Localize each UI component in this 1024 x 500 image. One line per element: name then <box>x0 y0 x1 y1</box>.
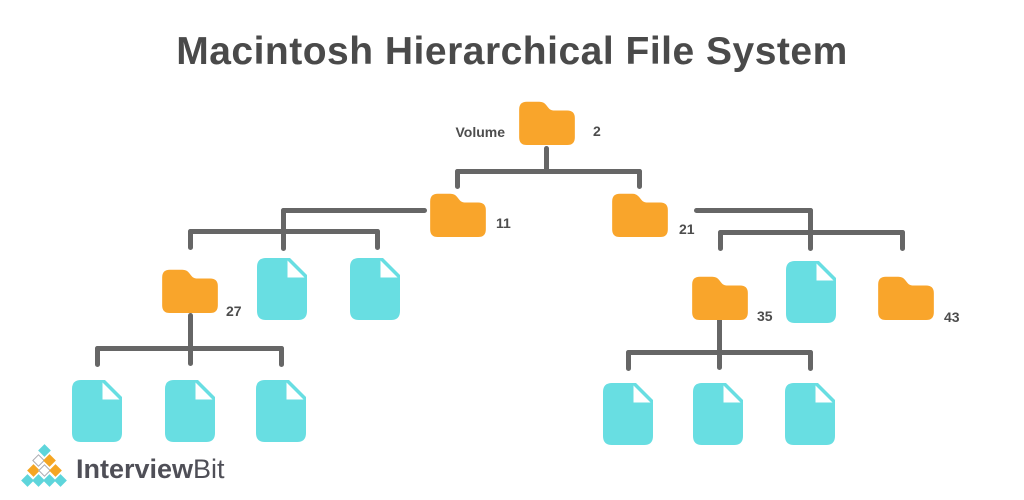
folder-21-node <box>609 189 671 237</box>
connector-line <box>455 169 642 174</box>
document-icon <box>254 377 308 445</box>
connector-line <box>455 169 460 189</box>
folder-27-node <box>159 265 221 313</box>
folder-11-label: 11 <box>496 215 511 231</box>
connector-line <box>188 313 193 366</box>
document-node <box>70 377 124 445</box>
logo-brand-bold: Interview <box>76 454 194 484</box>
folder-icon <box>609 189 671 237</box>
connector-line <box>637 169 642 189</box>
document-node <box>163 377 217 445</box>
folder-43-node <box>875 272 937 320</box>
connector-line <box>544 146 549 174</box>
folder-icon <box>427 189 489 237</box>
connector-line <box>95 346 284 351</box>
document-node <box>254 377 308 445</box>
connector-line <box>626 350 813 355</box>
folder-icon <box>689 272 751 320</box>
document-node <box>255 256 309 322</box>
folder-27-label: 27 <box>226 303 242 319</box>
root-id-label: 2 <box>593 123 601 139</box>
folder-icon <box>875 272 937 320</box>
connector-line <box>717 316 722 370</box>
connector-line <box>626 350 631 371</box>
document-icon <box>784 259 838 325</box>
connector-line <box>718 230 723 251</box>
diagram-title: Macintosh Hierarchical File System <box>176 30 848 73</box>
document-icon <box>691 380 745 448</box>
root-volume-node <box>516 97 578 145</box>
document-node <box>783 380 837 448</box>
document-icon <box>601 380 655 448</box>
interviewbit-logo-text: InterviewBit <box>76 454 225 485</box>
connector-line <box>375 229 380 250</box>
connector-line <box>281 208 427 213</box>
folder-43-label: 43 <box>944 309 960 325</box>
folder-icon <box>159 265 221 313</box>
logo-brand-light: Bit <box>193 454 225 484</box>
document-icon <box>255 256 309 322</box>
connector-line <box>808 208 813 251</box>
document-node <box>348 256 402 322</box>
document-icon <box>783 380 837 448</box>
connector-line <box>694 208 813 213</box>
document-icon <box>163 377 217 445</box>
folder-35-label: 35 <box>757 308 773 324</box>
document-node <box>601 380 655 448</box>
interviewbit-logo-icon <box>20 444 74 492</box>
root-name-label: Volume <box>455 124 505 140</box>
folder-35-node <box>689 272 751 320</box>
document-node <box>691 380 745 448</box>
connector-line <box>188 229 193 250</box>
connector-line <box>188 229 380 234</box>
connector-line <box>279 346 284 367</box>
document-node <box>784 259 838 325</box>
connector-line <box>808 350 813 371</box>
connector-line <box>718 230 905 235</box>
folder-icon <box>516 97 578 145</box>
document-icon <box>348 256 402 322</box>
folder-11-node <box>427 189 489 237</box>
connector-line <box>95 346 100 367</box>
connector-line <box>900 230 905 251</box>
folder-21-label: 21 <box>679 221 695 237</box>
document-icon <box>70 377 124 445</box>
